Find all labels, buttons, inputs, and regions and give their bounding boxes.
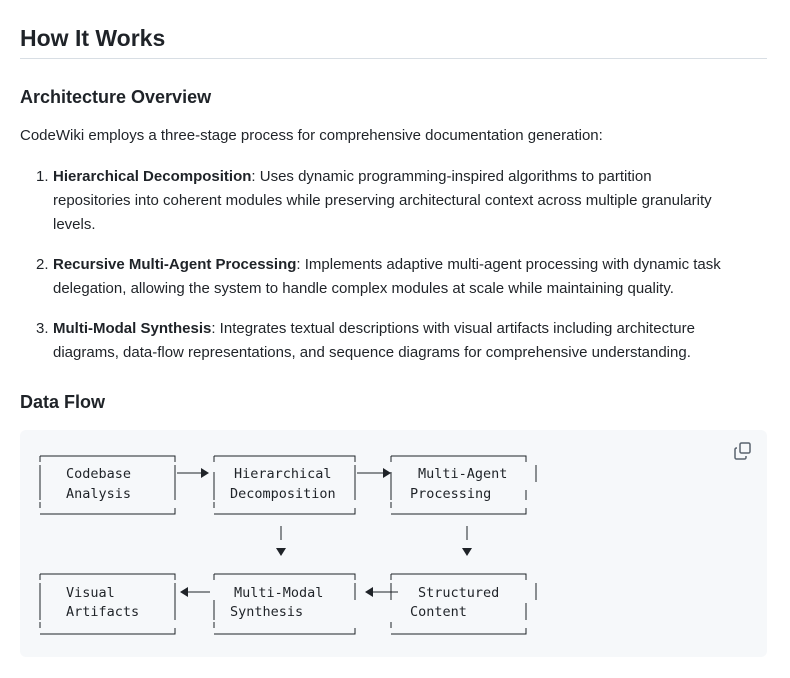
node-label: Decomposition [230, 486, 336, 502]
step-text-line: : Integrates textual descriptions with v… [211, 320, 695, 337]
arrow-left-icon [180, 587, 188, 597]
flow-arrow-lines [177, 472, 398, 593]
flow-arrowheads [180, 468, 472, 597]
step-text-line: repositories into coherent modules while… [53, 192, 712, 209]
arrow-right-icon [383, 468, 391, 478]
step-title: Multi-Modal Synthesis [53, 320, 212, 337]
node-label: Structured [418, 585, 499, 601]
step-item-1: 1. Hierarchical Decomposition: Uses dyna… [20, 165, 768, 237]
step-text-line: diagrams, data-flow representations, and… [53, 344, 691, 361]
step-title: Hierarchical Decomposition [53, 168, 252, 185]
page-heading: How It Works [20, 25, 166, 51]
box-frame-synthesis [213, 573, 356, 635]
box-frame-codebase [39, 455, 176, 515]
step-number: 2. [36, 256, 49, 273]
flow-down-lines [280, 526, 468, 540]
node-label: Codebase [66, 466, 131, 482]
box-frame-hierarchical [213, 455, 356, 515]
arrow-right-icon [201, 468, 209, 478]
box-frame-structured [390, 573, 527, 635]
step-text-line: delegation, allowing the system to handl… [53, 280, 674, 297]
architecture-intro: CodeWiki employs a three-stage process f… [20, 127, 603, 144]
step-text-line: : Implements adaptive multi-agent proces… [296, 256, 721, 273]
data-flow-code-block [20, 430, 767, 657]
node-label: Hierarchical [234, 466, 332, 482]
architecture-heading: Architecture Overview [20, 87, 212, 107]
arrow-down-icon [462, 548, 472, 556]
process-steps-list: 1. Hierarchical Decomposition: Uses dyna… [20, 165, 768, 365]
data-flow-heading: Data Flow [20, 392, 106, 412]
step-item-3: 3. Multi-Modal Synthesis: Integrates tex… [20, 317, 768, 365]
step-title: Recursive Multi-Agent Processing [53, 256, 297, 273]
arrow-left-icon [365, 587, 373, 597]
node-label: Synthesis [230, 604, 303, 620]
node-label: Artifacts [66, 604, 139, 620]
node-label: Multi-Modal [234, 585, 323, 601]
node-label: Visual [66, 585, 115, 601]
step-number: 1. [36, 168, 49, 185]
copy-icon [734, 442, 751, 460]
node-label: Analysis [66, 486, 131, 502]
copy-button[interactable] [732, 440, 754, 462]
step-text-line: : Uses dynamic programming-inspired algo… [251, 168, 652, 185]
node-label: Processing [410, 486, 491, 502]
step-number: 3. [36, 320, 49, 337]
step-item-2: 2. Recursive Multi-Agent Processing: Imp… [20, 253, 768, 301]
node-label: Content [410, 604, 467, 620]
heading-divider [20, 58, 767, 59]
node-label: Multi-Agent [418, 466, 507, 482]
arrow-down-icon [276, 548, 286, 556]
box-frame-multi-agent [390, 455, 527, 515]
box-frame-visual [39, 573, 176, 635]
step-text-line: levels. [53, 216, 96, 233]
